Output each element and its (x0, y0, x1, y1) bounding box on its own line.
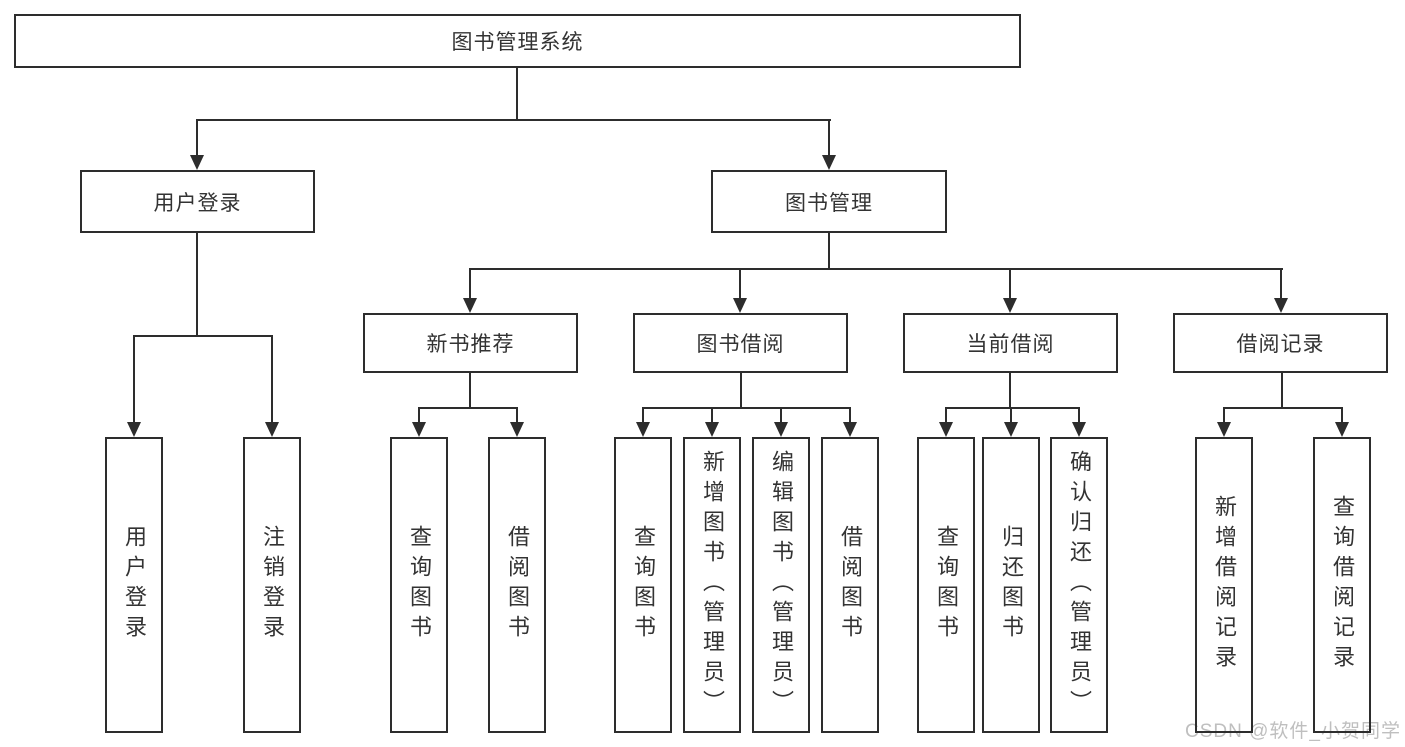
arrow-down-icon (774, 422, 788, 437)
node-book-borrow-label: 图书借阅 (696, 333, 785, 356)
node-root: 图书管理系统 (14, 14, 1021, 68)
edge-drop-l2 (1280, 268, 1282, 299)
edge-drop-book-mgmt (828, 119, 830, 158)
edge-drop-leaf (945, 407, 947, 422)
arrow-down-icon (265, 422, 279, 437)
node-new-book-recommend-label: 新书推荐 (426, 333, 515, 356)
csdn-watermark: CSDN @软件_小贺同学 (1185, 721, 1401, 742)
leaf-label: 查询借阅记录 (1330, 495, 1355, 675)
leaf-label: 编辑图书（管理员） (769, 450, 794, 720)
node-user-login: 用户登录 (80, 170, 315, 233)
edge-book-mgmt-stub (828, 233, 830, 269)
node-book-borrow: 图书借阅 (633, 313, 848, 373)
leaf-search-book-borrow: 查询图书 (614, 437, 672, 733)
arrow-down-icon (1217, 422, 1231, 437)
arrow-down-icon (1003, 298, 1017, 313)
leaf-confirm-return-admin: 确认归还（管理员） (1050, 437, 1108, 733)
edge-drop-l2 (1009, 268, 1011, 299)
leaf-borrow-book-recommend: 借阅图书 (488, 437, 546, 733)
edge-user-login-hbar (133, 335, 273, 337)
edge-l2-stub (740, 373, 742, 408)
leaf-label: 查询图书 (631, 525, 656, 645)
leaf-search-borrow-record: 查询借阅记录 (1313, 437, 1371, 733)
leaf-user-login: 用户登录 (105, 437, 163, 733)
arrow-down-icon (636, 422, 650, 437)
node-book-management-label: 图书管理 (785, 191, 873, 215)
edge-drop-leaf (849, 407, 851, 422)
edge-drop-leaf (1223, 407, 1225, 422)
leaf-label: 查询图书 (934, 525, 959, 645)
node-root-label: 图书管理系统 (451, 31, 584, 54)
edge-root-hbar (196, 119, 831, 121)
arrow-down-icon (843, 422, 857, 437)
arrow-down-icon (939, 422, 953, 437)
arrow-down-icon (510, 422, 524, 437)
leaf-borrow-book: 借阅图书 (821, 437, 879, 733)
leaf-label: 借阅图书 (505, 525, 530, 645)
arrow-down-icon (412, 422, 426, 437)
arrow-down-icon (733, 298, 747, 313)
edge-book-mgmt-hbar (469, 268, 1283, 270)
edge-hbar (418, 407, 518, 409)
edge-hbar (945, 407, 1080, 409)
node-borrow-record: 借阅记录 (1173, 313, 1388, 373)
node-borrow-record-label: 借阅记录 (1236, 333, 1325, 356)
edge-drop-leaf (642, 407, 644, 422)
edge-drop-leaf (516, 407, 518, 422)
leaf-return-book: 归还图书 (982, 437, 1040, 733)
edge-hbar (642, 407, 851, 409)
arrow-down-icon (1072, 422, 1086, 437)
edge-user-login-stub (196, 233, 198, 336)
node-new-book-recommend: 新书推荐 (363, 313, 578, 373)
edge-l2-stub (1009, 373, 1011, 408)
leaf-label: 借阅图书 (838, 525, 863, 645)
arrow-down-icon (1274, 298, 1288, 313)
edge-drop-leaf (1010, 407, 1012, 422)
leaf-label: 确认归还（管理员） (1067, 450, 1092, 720)
edge-l2-stub (1281, 373, 1283, 408)
arrow-down-icon (127, 422, 141, 437)
edge-drop-leaf (780, 407, 782, 422)
arrow-down-icon (1335, 422, 1349, 437)
edge-l2-stub (469, 373, 471, 408)
leaf-logout: 注销登录 (243, 437, 301, 733)
leaf-user-login-label: 用户登录 (122, 525, 147, 645)
edge-drop-leaf (418, 407, 420, 422)
leaf-label: 查询图书 (407, 525, 432, 645)
edge-drop-l2 (469, 268, 471, 299)
leaf-search-book-current: 查询图书 (917, 437, 975, 733)
edge-drop-l2 (739, 268, 741, 299)
edge-root-stub (516, 68, 518, 121)
leaf-add-borrow-record: 新增借阅记录 (1195, 437, 1253, 733)
leaf-label: 新增借阅记录 (1212, 495, 1237, 675)
arrow-down-icon (705, 422, 719, 437)
edge-hbar (1223, 407, 1343, 409)
edge-drop-leaf (271, 335, 273, 422)
edge-drop-leaf (1078, 407, 1080, 422)
arrow-down-icon (463, 298, 477, 313)
leaf-add-book-admin: 新增图书（管理员） (683, 437, 741, 733)
leaf-edit-book-admin: 编辑图书（管理员） (752, 437, 810, 733)
leaf-label: 新增图书（管理员） (700, 450, 725, 720)
edge-drop-leaf (133, 335, 135, 422)
arrow-down-icon (1004, 422, 1018, 437)
leaf-label: 归还图书 (999, 525, 1024, 645)
leaf-logout-label: 注销登录 (260, 525, 285, 645)
edge-drop-user-login (196, 119, 198, 158)
edge-drop-leaf (711, 407, 713, 422)
node-user-login-label: 用户登录 (153, 191, 242, 215)
node-current-borrow: 当前借阅 (903, 313, 1118, 373)
node-book-management: 图书管理 (711, 170, 947, 233)
node-current-borrow-label: 当前借阅 (966, 333, 1055, 356)
arrow-down-icon (190, 155, 204, 170)
edge-drop-leaf (1341, 407, 1343, 422)
arrow-down-icon (822, 155, 836, 170)
leaf-search-book-recommend: 查询图书 (390, 437, 448, 733)
